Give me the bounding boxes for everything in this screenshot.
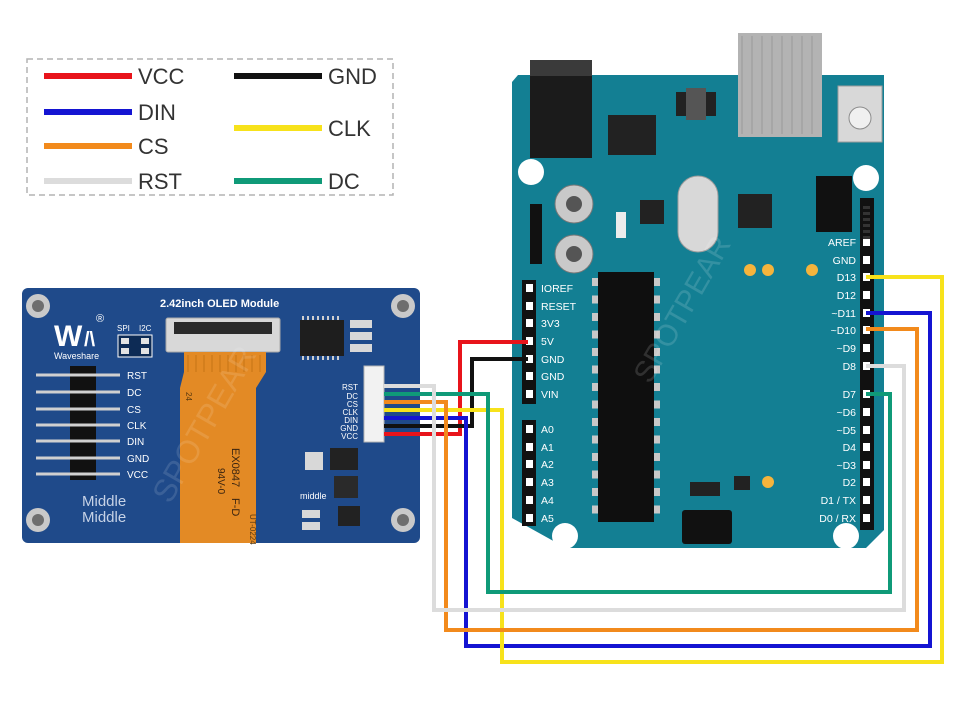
arduino-analog-pin-label: A3: [541, 477, 554, 489]
wires: [384, 275, 944, 664]
connector-label: DC: [346, 392, 358, 401]
oled-header-pins: RST DC CS CLK DIN GND VCC: [36, 366, 149, 481]
flex-text-1: EX0847: [229, 448, 241, 487]
logo-mark: W: [54, 320, 83, 353]
silk-middle-small: middle: [300, 491, 327, 501]
atmega-chip: [598, 272, 654, 522]
arduino-digital-pin-label: ~D3: [836, 460, 856, 472]
silk-middle-1: Middle: [82, 493, 126, 510]
legend-label-clk: CLK: [328, 116, 371, 141]
registered-mark: ®: [96, 313, 104, 325]
arduino-analog-pin-label: A4: [541, 495, 554, 507]
legend-label-rst: RST: [138, 169, 182, 194]
connector-label: CLK: [342, 408, 358, 417]
usb-port: [738, 33, 822, 137]
arduino-digital-pin-label: D13: [837, 272, 856, 284]
wire-rst: [384, 364, 906, 612]
arduino-digital-pin-label: D7: [843, 389, 857, 401]
wire-vcc: [384, 340, 528, 436]
arduino-power-pin-label: GND: [541, 354, 565, 366]
oled-pin-label: CLK: [127, 421, 147, 432]
arduino-digital-pin-label: D1 / TX: [821, 495, 856, 507]
wire-color-legend: VCC DIN CS RST GND CLK DC: [26, 58, 394, 196]
arduino-power-pin-label: IOREF: [541, 283, 573, 295]
arduino-digital-pin-label: D8: [843, 361, 857, 373]
oled-pin-label: DIN: [127, 437, 144, 448]
arduino-digital-pin-label: D4: [843, 442, 857, 454]
legend-label-gnd: GND: [328, 64, 377, 89]
legend-label-din: DIN: [138, 100, 176, 125]
arduino-analog-pin-label: A1: [541, 442, 554, 454]
brand-name: Waveshare: [54, 351, 99, 361]
silk-middle-2: Middle: [82, 509, 126, 526]
flex-text-3: 94V-0: [215, 468, 226, 495]
arduino-digital-pin-label: ~D9: [836, 343, 856, 355]
legend-label-vcc: VCC: [138, 64, 185, 89]
power-jack: [530, 60, 592, 158]
arduino-digital-pin-label: ~D10: [831, 325, 857, 337]
arduino-digital-pin-label: ~D6: [836, 407, 856, 419]
wire-din: [384, 311, 932, 648]
i2c-label: I2C: [139, 324, 152, 333]
arduino-power-pin-label: RESET: [541, 301, 577, 313]
flex-text-2: F-D: [229, 498, 241, 516]
oled-mounting-holes: [26, 294, 415, 532]
oled-pin-label: GND: [127, 454, 149, 465]
arduino-power-pin-label: GND: [541, 371, 565, 383]
flex-cable: EX0847 F-D 94V-0 UT-0224 24: [165, 317, 281, 545]
legend-label-dc: DC: [328, 169, 360, 194]
oled-pin-label: DC: [127, 388, 141, 399]
arduino-digital-pin-label: D12: [837, 290, 856, 302]
oled-pin-label: CS: [127, 405, 141, 416]
arduino-digital-pin-label: ~D11: [831, 308, 856, 320]
connector-label: CS: [347, 400, 358, 409]
oled-pin-label: VCC: [127, 470, 148, 481]
wire-dc: [384, 392, 892, 594]
arduino-power-pin-label: 5V: [541, 336, 554, 348]
oled-driver-components: middle: [300, 316, 372, 530]
wire-clk: [384, 275, 944, 664]
connector-label: DIN: [344, 416, 358, 425]
flex-pin-mark: 24: [184, 392, 193, 401]
flex-text-4: UT-0224: [248, 514, 257, 545]
oled-title: 2.42inch OLED Module: [160, 298, 279, 310]
arduino-power-pin-label: VIN: [541, 389, 559, 401]
arduino-power-pin-label: 3V3: [541, 318, 560, 330]
arduino-analog-pin-label: A5: [541, 513, 554, 525]
oled-pin-label: RST: [127, 371, 147, 382]
connector-label: RST: [342, 383, 358, 392]
interface-jumper: SPI I2C: [117, 324, 153, 358]
arduino-digital-pin-label: GND: [833, 255, 857, 267]
legend-label-cs: CS: [138, 134, 169, 159]
arduino-digital-pin-label: AREF: [828, 237, 856, 249]
waveshare-logo: W /\ ® Waveshare: [54, 313, 104, 361]
spi-label: SPI: [117, 324, 130, 333]
arduino-digital-pin-label: D0 / RX: [819, 513, 856, 525]
arduino-analog-pin-label: A0: [541, 424, 554, 436]
arduino-digital-pin-label: ~D5: [836, 425, 856, 437]
arduino-analog-pin-label: A2: [541, 459, 554, 471]
connector-label: VCC: [341, 432, 358, 441]
oled-module: 2.42inch OLED Module W /\ ® Waveshare SP…: [22, 288, 420, 545]
connector-label: GND: [340, 424, 358, 433]
svg-text:/\: /\: [84, 329, 96, 351]
arduino-digital-pin-label: D2: [843, 477, 857, 489]
